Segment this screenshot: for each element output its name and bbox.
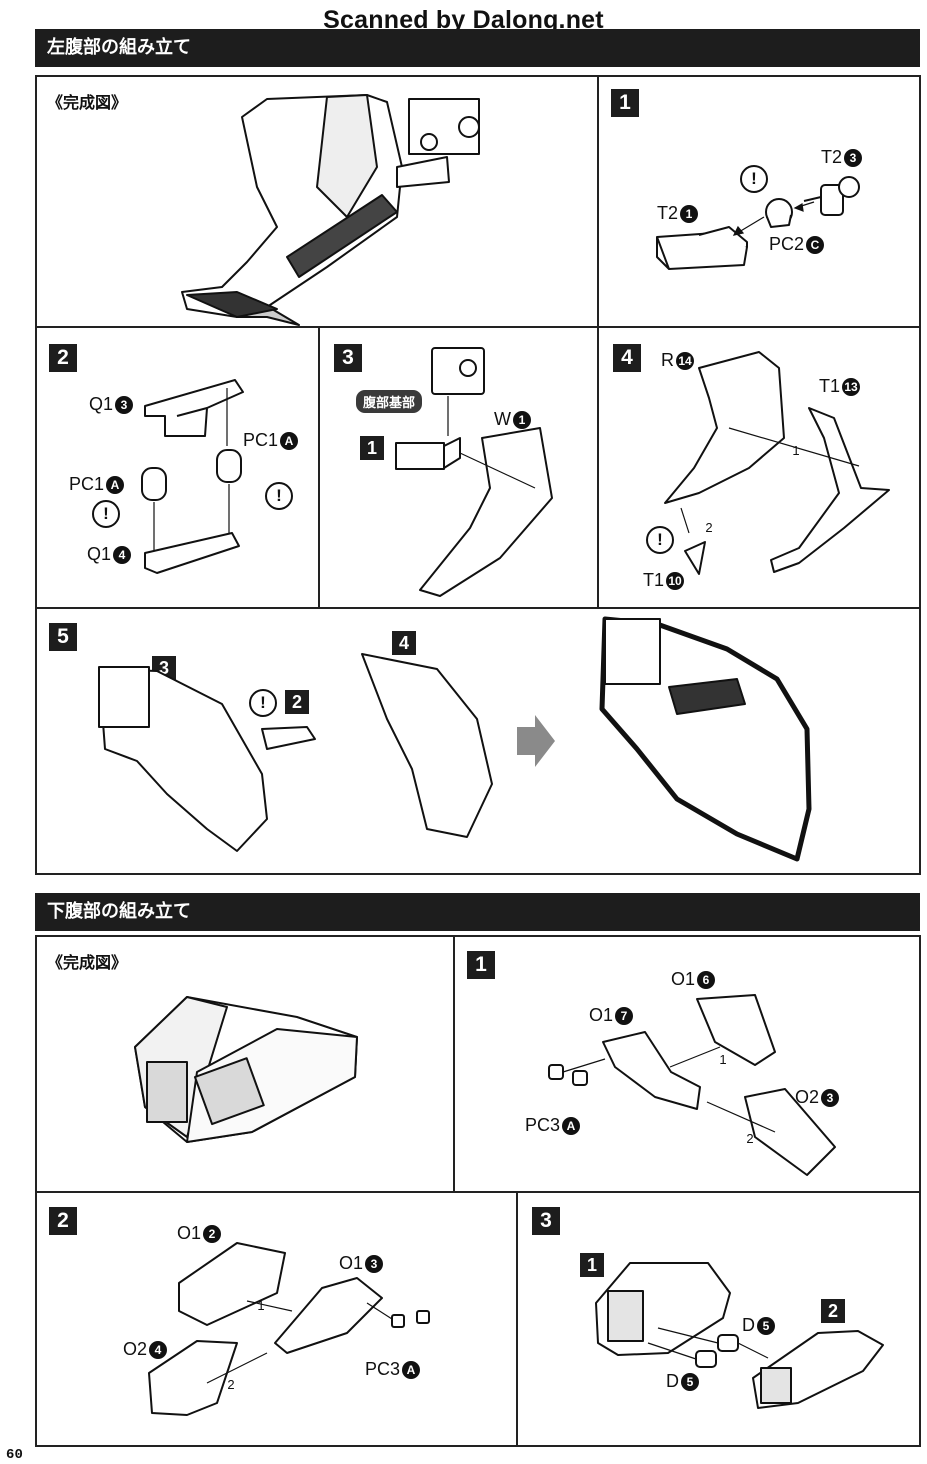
- order-number: 1: [719, 1052, 727, 1067]
- sub-step-number: 1: [360, 436, 384, 460]
- lower-step-1-illustration: [548, 994, 836, 1176]
- warning-icon: !: [249, 689, 277, 717]
- order-number: 1: [257, 1298, 265, 1313]
- warning-icon: !: [740, 165, 768, 193]
- step-3-illustration: [395, 347, 553, 597]
- section-title-lower-abdomen: 下腹部の組み立て: [35, 893, 920, 931]
- left-step-5-panel: 5 3 2 4 !: [35, 607, 921, 875]
- sub-assembly-bubble: 腹部基部: [356, 390, 423, 413]
- left-abdomen-complete-illustration: [181, 94, 480, 326]
- warning-icon: !: [265, 482, 293, 510]
- order-number: 2: [227, 1377, 235, 1392]
- order-number: 1: [792, 443, 800, 458]
- step-number: 2: [49, 344, 77, 372]
- order-number: 2: [746, 1131, 754, 1146]
- step-number: 2: [49, 1207, 77, 1235]
- step-2-illustration: [141, 379, 244, 574]
- lower-abdomen-complete-panel: 《完成図》: [35, 935, 455, 1193]
- section-title-left-abdomen: 左腹部の組み立て: [35, 29, 920, 67]
- step-number: 3: [334, 344, 362, 372]
- lower-step-3-illustration: [595, 1262, 884, 1409]
- warning-icon: !: [646, 526, 674, 554]
- complete-view-label: 《完成図》: [47, 93, 128, 112]
- step-number: 5: [49, 623, 77, 651]
- sub-step-number: 2: [285, 690, 309, 714]
- lower-abdomen-complete-illustration: [134, 996, 358, 1143]
- step-number: 4: [613, 344, 641, 372]
- page-number: 09: [6, 1444, 23, 1460]
- left-abdomen-complete-panel: 《完成図》: [35, 75, 599, 328]
- lower-step-2-illustration: [148, 1242, 430, 1416]
- step-number: 3: [532, 1207, 560, 1235]
- sub-step-number: 4: [392, 631, 416, 655]
- sub-step-number: 1: [580, 1253, 604, 1277]
- step-5-illustration: [98, 616, 812, 862]
- step-1-illustration: [656, 176, 860, 270]
- order-number: 2: [705, 520, 713, 535]
- step-number: 1: [611, 89, 639, 117]
- sub-step-number: 2: [821, 1299, 845, 1323]
- complete-view-label: 《完成図》: [47, 953, 128, 972]
- warning-icon: !: [92, 500, 120, 528]
- step-4-illustration: [664, 351, 890, 575]
- step-number: 1: [467, 951, 495, 979]
